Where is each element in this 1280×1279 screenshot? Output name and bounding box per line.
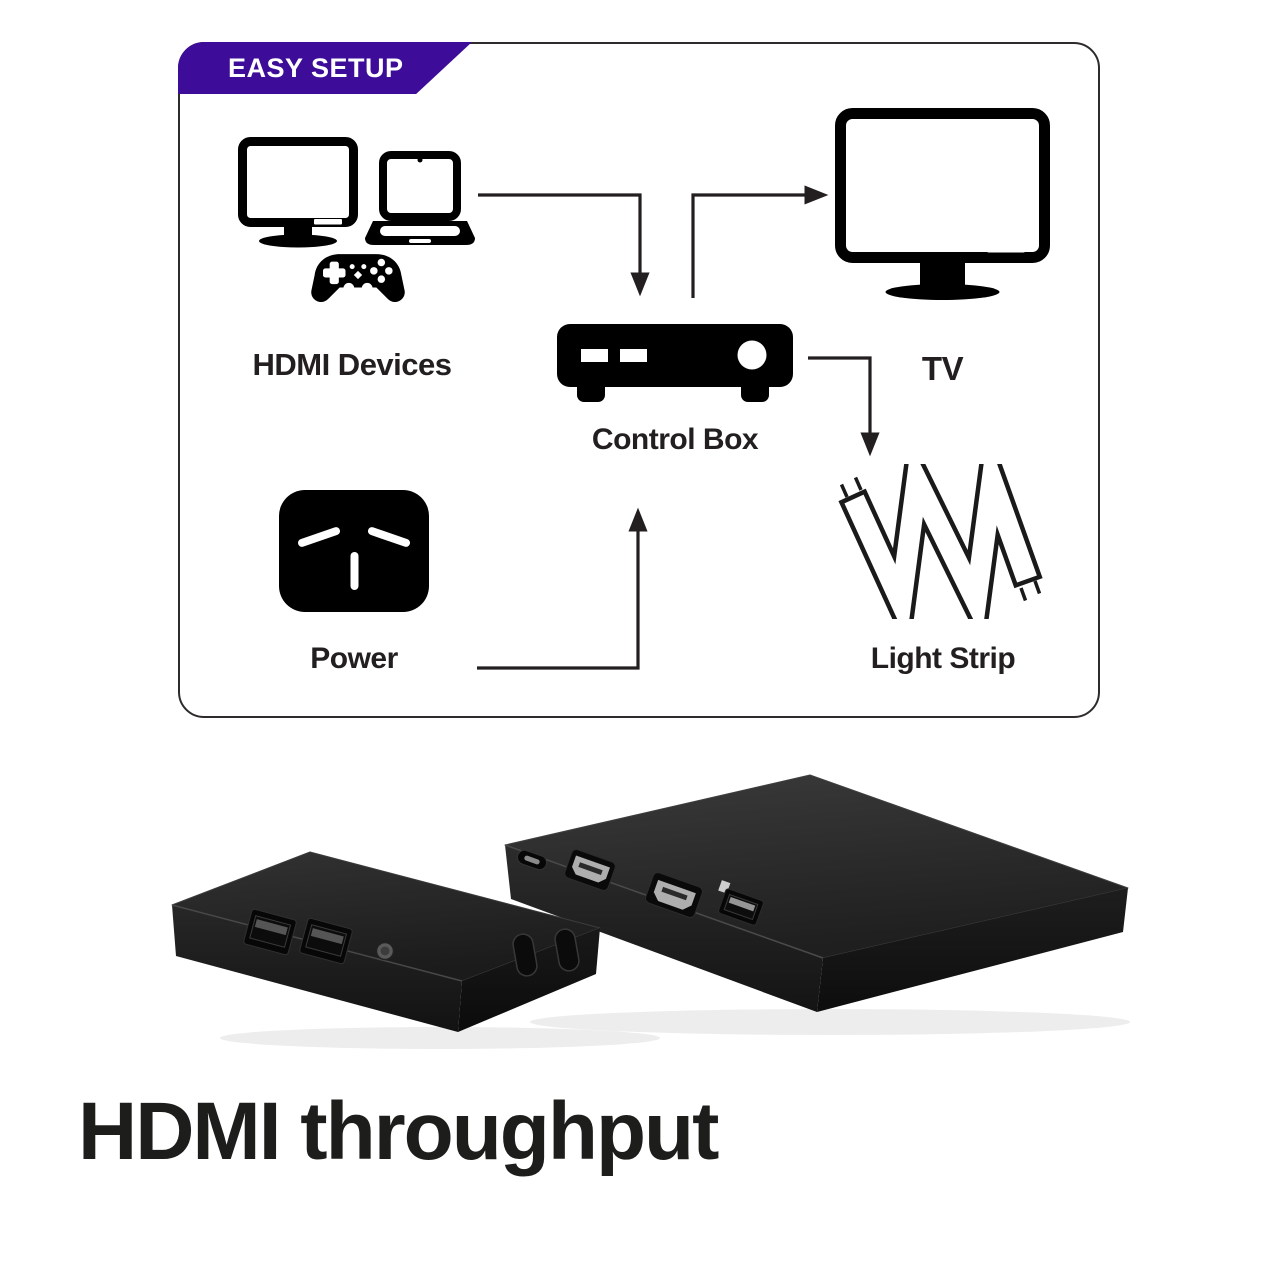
arrow-devices-to-controlbox bbox=[478, 193, 650, 297]
page-title: HDMI throughput bbox=[78, 1086, 719, 1177]
usb-a-port-2 bbox=[299, 917, 353, 965]
arrow-power-to-controlbox bbox=[477, 507, 648, 670]
hdmi-port-2 bbox=[645, 872, 703, 918]
easy-setup-badge-label: EASY SETUP bbox=[228, 52, 404, 83]
ir-button-center bbox=[380, 946, 390, 956]
label-hdmi-devices: HDMI Devices bbox=[252, 347, 452, 382]
desktop-monitor-icon bbox=[238, 137, 358, 248]
light-strip-icon bbox=[838, 464, 1043, 619]
side-button-2 bbox=[554, 928, 580, 972]
game-controller-icon bbox=[311, 254, 405, 303]
easy-setup-badge: EASY SETUP bbox=[178, 42, 472, 94]
label-light-strip: Light Strip bbox=[870, 642, 1016, 675]
label-tv: TV bbox=[921, 350, 964, 387]
shadow-main-box bbox=[530, 1009, 1130, 1035]
usb-a-port bbox=[718, 880, 764, 926]
arrow-controlbox-to-tv bbox=[691, 185, 829, 298]
hdmi-port-1 bbox=[564, 849, 616, 891]
small-control-unit bbox=[171, 851, 601, 1032]
label-power: Power bbox=[310, 642, 398, 675]
connection-arrows bbox=[477, 185, 880, 670]
tv-icon bbox=[835, 108, 1050, 300]
shadow-small-box bbox=[220, 1027, 660, 1049]
main-control-box bbox=[504, 774, 1129, 1012]
label-control-box: Control Box bbox=[591, 423, 759, 456]
side-button-1 bbox=[512, 933, 538, 977]
usb-c-port bbox=[516, 849, 548, 871]
arrow-controlbox-to-lightstrip bbox=[808, 356, 880, 457]
product-photo bbox=[171, 774, 1130, 1049]
laptop-icon bbox=[365, 151, 475, 245]
power-socket-icon bbox=[279, 490, 429, 612]
control-box-icon bbox=[557, 324, 793, 402]
usb-a-port-1 bbox=[243, 908, 297, 956]
easy-setup-panel: EASY SETUP bbox=[178, 42, 1100, 718]
